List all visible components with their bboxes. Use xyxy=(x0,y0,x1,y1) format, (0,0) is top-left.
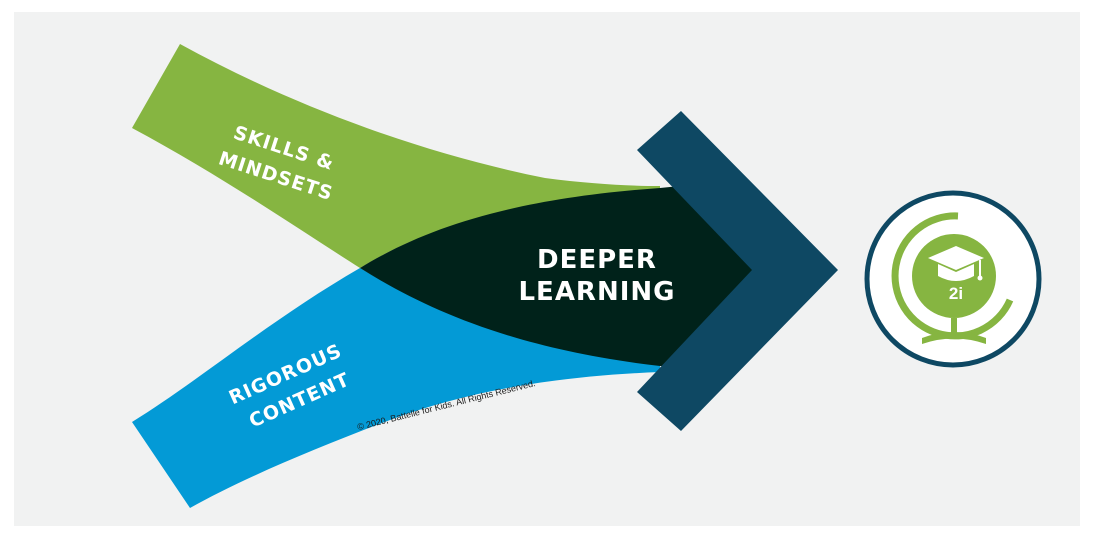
chevron-arrow xyxy=(637,111,838,431)
rigorous-content-band xyxy=(132,268,660,508)
deeper-learning-label-line1: DEEPER xyxy=(537,245,657,275)
skills-mindsets-band xyxy=(132,44,660,268)
logo-2i: 2i xyxy=(864,190,1042,368)
deeper-learning-core xyxy=(360,186,760,366)
logo-text: 2i xyxy=(949,284,963,303)
graduation-cap-icon xyxy=(928,246,984,281)
deeper-learning-label-line2: LEARNING xyxy=(518,277,675,307)
